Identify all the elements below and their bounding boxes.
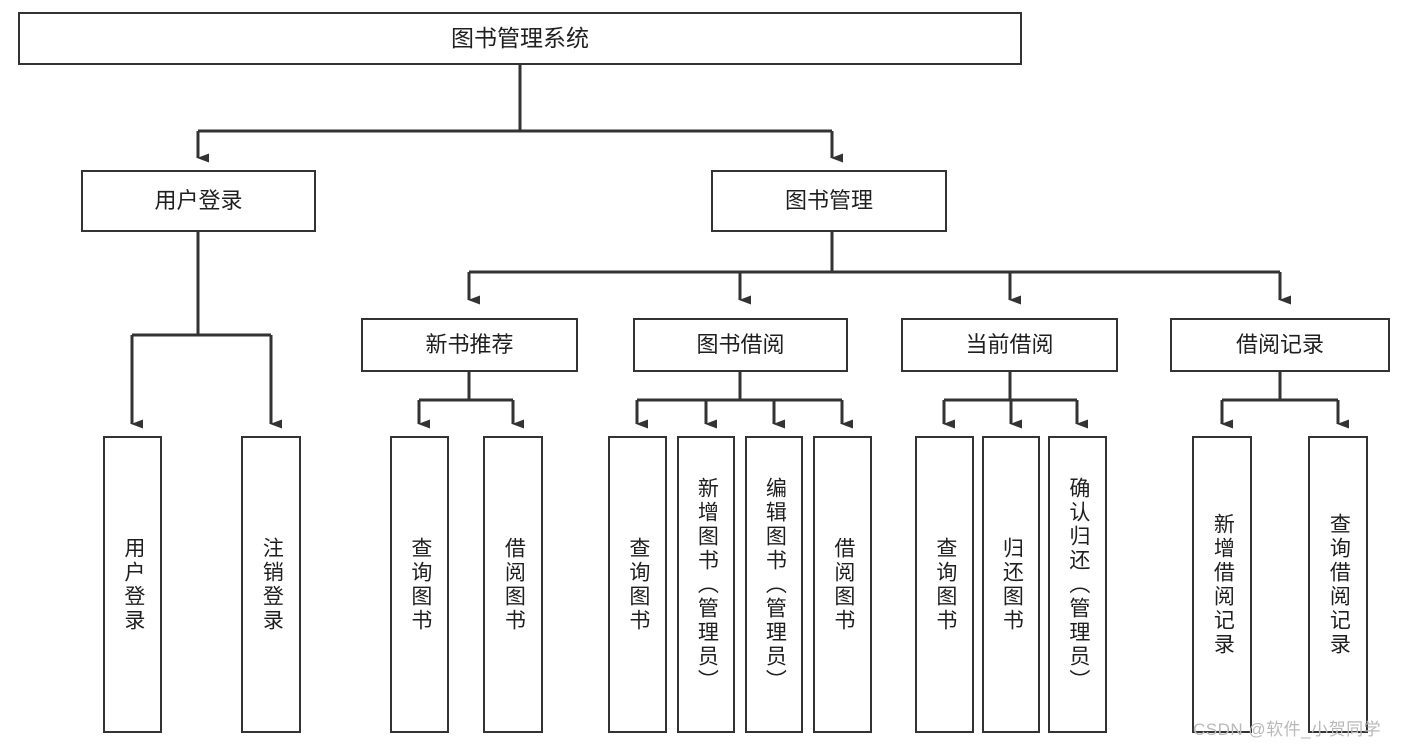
node-leaf-query-book-1-label: 查询图书 bbox=[408, 536, 432, 633]
node-leaf-add-record[interactable]: 新增借阅记录 bbox=[1192, 436, 1252, 733]
node-current-borrow[interactable]: 当前借阅 bbox=[901, 318, 1118, 372]
node-root[interactable]: 图书管理系统 bbox=[18, 12, 1022, 65]
node-leaf-borrow-book-2[interactable]: 借阅图书 bbox=[813, 436, 872, 733]
node-leaf-add-record-label: 新增借阅记录 bbox=[1211, 512, 1235, 657]
node-book-borrow-label: 图书借阅 bbox=[696, 332, 785, 358]
node-leaf-add-book-label: 新增图书（管理员） bbox=[695, 476, 719, 693]
node-leaf-query-book-1[interactable]: 查询图书 bbox=[390, 436, 449, 733]
node-borrow-record-label: 借阅记录 bbox=[1235, 332, 1324, 358]
node-leaf-user-login-label: 用户登录 bbox=[121, 536, 145, 633]
node-leaf-borrow-book-2-label: 借阅图书 bbox=[831, 536, 855, 633]
node-book-management-label: 图书管理 bbox=[784, 188, 873, 214]
node-root-label: 图书管理系统 bbox=[451, 24, 589, 51]
node-leaf-borrow-book-1[interactable]: 借阅图书 bbox=[483, 436, 543, 733]
node-leaf-edit-book-label: 编辑图书（管理员） bbox=[763, 476, 787, 693]
node-leaf-query-book-2[interactable]: 查询图书 bbox=[608, 436, 667, 733]
node-leaf-confirm-return[interactable]: 确认归还（管理员） bbox=[1048, 436, 1107, 733]
node-new-book-recommend[interactable]: 新书推荐 bbox=[361, 318, 578, 372]
node-leaf-query-book-2-label: 查询图书 bbox=[626, 536, 650, 633]
node-leaf-query-book-3-label: 查询图书 bbox=[933, 536, 957, 633]
node-book-management[interactable]: 图书管理 bbox=[711, 170, 947, 232]
node-leaf-confirm-return-label: 确认归还（管理员） bbox=[1066, 476, 1090, 693]
node-book-borrow[interactable]: 图书借阅 bbox=[633, 318, 848, 372]
node-leaf-return-book-label: 归还图书 bbox=[1000, 536, 1024, 633]
csdn-watermark: CSDN @软件_小贺同学 bbox=[1193, 720, 1382, 739]
node-leaf-add-book[interactable]: 新增图书（管理员） bbox=[677, 436, 735, 733]
node-leaf-query-record-label: 查询借阅记录 bbox=[1327, 512, 1351, 657]
node-leaf-edit-book[interactable]: 编辑图书（管理员） bbox=[745, 436, 803, 733]
node-leaf-return-book[interactable]: 归还图书 bbox=[982, 436, 1040, 733]
node-leaf-logout-label: 注销登录 bbox=[260, 536, 284, 633]
node-leaf-logout[interactable]: 注销登录 bbox=[241, 436, 301, 733]
node-user-login[interactable]: 用户登录 bbox=[81, 170, 316, 232]
node-borrow-record[interactable]: 借阅记录 bbox=[1170, 318, 1390, 372]
node-leaf-query-book-3[interactable]: 查询图书 bbox=[915, 436, 974, 733]
node-user-login-label: 用户登录 bbox=[154, 188, 243, 214]
node-leaf-query-record[interactable]: 查询借阅记录 bbox=[1308, 436, 1368, 733]
node-leaf-user-login[interactable]: 用户登录 bbox=[103, 436, 162, 733]
node-new-book-recommend-label: 新书推荐 bbox=[425, 332, 514, 358]
node-current-borrow-label: 当前借阅 bbox=[965, 332, 1054, 358]
node-leaf-borrow-book-1-label: 借阅图书 bbox=[502, 536, 526, 633]
